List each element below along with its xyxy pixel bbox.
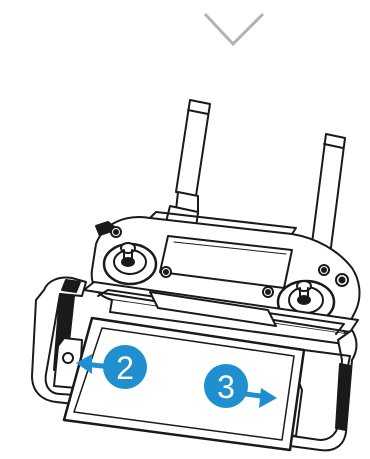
chevron-down-icon (205, 14, 263, 44)
mobile-device (64, 318, 304, 450)
step-3-number: 3 (217, 369, 235, 405)
step-2-number: 2 (116, 350, 134, 386)
remote-controller (32, 100, 359, 450)
left-antenna (166, 100, 210, 228)
